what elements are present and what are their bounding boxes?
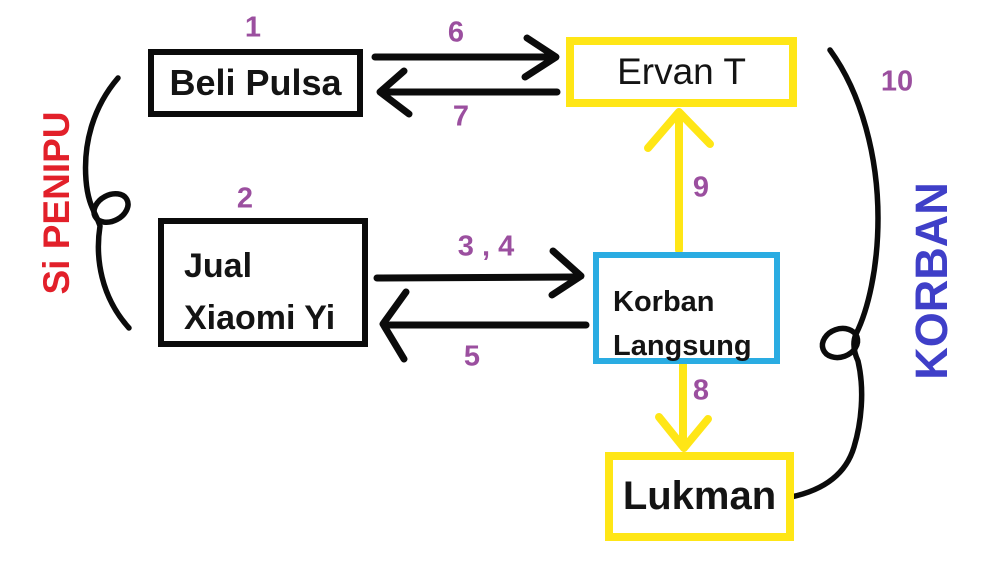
node-korban-langsung-line1: Korban [613,286,715,318]
node-jual-xiaomi: Jual Xiaomi Yi [158,218,368,347]
arrow-34-line [373,273,578,282]
node-korban-langsung-line2: Langsung [613,330,752,362]
step-number-2: 2 [236,182,254,215]
step-number-10: 10 [880,65,914,98]
node-beli-pulsa: Beli Pulsa [148,49,363,117]
brace-left-loop [91,190,131,226]
arrow-8-head [655,413,712,452]
group-label-korban: KORBAN [906,182,957,380]
node-jual-xiaomi-line1: Jual [184,247,253,285]
step-number-1: 1 [244,11,262,44]
node-jual-xiaomi-line2: Xiaomi Yi [184,299,336,337]
step-number-6: 6 [447,16,465,49]
step-number-5: 5 [463,340,481,373]
brace-left [82,75,132,331]
arrow-5-head [379,288,410,363]
node-ervan-t: Ervan T [566,37,797,107]
step-number-9: 9 [692,171,710,204]
brace-right [788,47,881,500]
node-korban-langsung: Korban Langsung [593,252,780,364]
node-lukman: Lukman [605,452,794,541]
arrow-7-head [376,67,413,118]
arrow-34-head [548,247,585,299]
step-number-3-4: 3 , 4 [457,230,515,263]
step-number-8: 8 [692,374,710,407]
node-beli-pulsa-label: Beli Pulsa [169,62,342,103]
group-label-si-penipu: Si PENIPU [36,111,77,295]
node-ervan-t-label: Ervan T [617,51,746,92]
node-lukman-label: Lukman [622,474,777,518]
arrow-6-head [521,34,560,81]
step-number-7: 7 [452,100,470,133]
brace-right-loop [819,325,861,361]
arrow-9-head [644,108,714,152]
